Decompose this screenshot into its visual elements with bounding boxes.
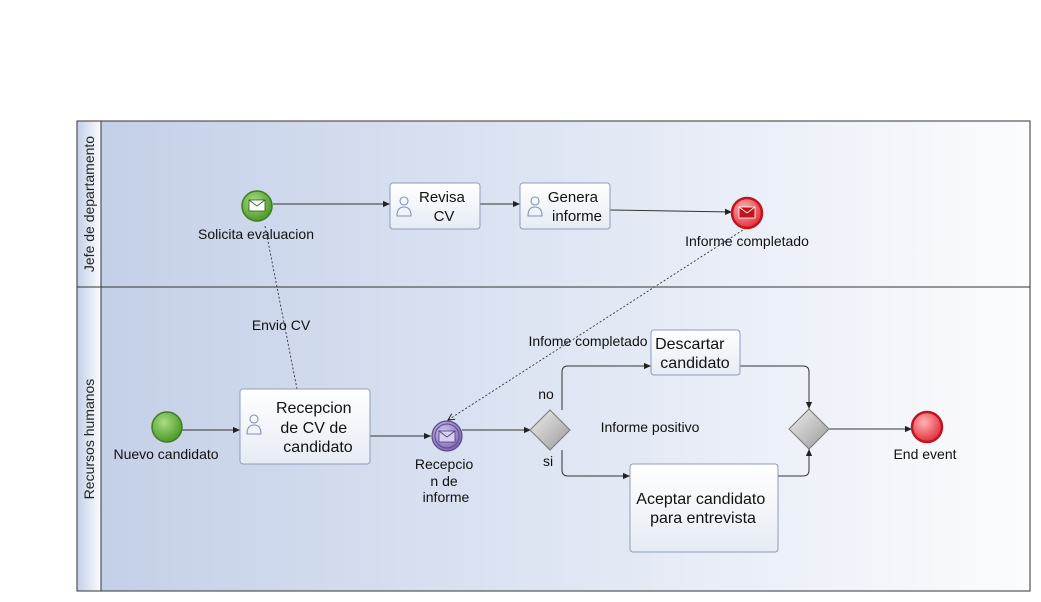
envelope-icon bbox=[438, 430, 456, 443]
label-envio-cv: Envio CV bbox=[252, 317, 311, 333]
task-aceptar-line1: Aceptar candidato bbox=[636, 491, 765, 508]
task-aceptar-line2: para entrevista bbox=[650, 510, 756, 527]
flow-genera-to-end[interactable] bbox=[609, 208, 733, 216]
task-genera-informe-label: Genera informe bbox=[548, 189, 602, 225]
message-flow-informe[interactable] bbox=[448, 227, 747, 420]
task-descartar-line1: Descartar bbox=[655, 336, 725, 353]
label-nuevo-candidato: Nuevo candidato bbox=[113, 446, 218, 462]
end-event-informe-completado[interactable] bbox=[730, 196, 764, 230]
label-no: no bbox=[538, 386, 554, 402]
gateway-join[interactable] bbox=[788, 408, 830, 450]
task-revisa-cv-line2: CV bbox=[434, 208, 455, 225]
task-revisa-cv-label: Revisa CV bbox=[419, 189, 469, 225]
lane-label-jefe: Jefe de departamento bbox=[81, 136, 97, 272]
task-genera-informe[interactable]: Genera informe bbox=[519, 182, 611, 230]
label-informe-completado: Informe completado bbox=[685, 233, 809, 249]
task-revisa-cv[interactable]: Revisa CV bbox=[389, 182, 481, 230]
label-recepcion-informe-line1: Recepcio bbox=[415, 456, 474, 472]
intermediate-event-recepcion-informe[interactable] bbox=[431, 420, 463, 452]
start-event-nuevo-candidato[interactable] bbox=[151, 411, 183, 443]
label-recepcion-informe-line2: n de bbox=[430, 473, 457, 489]
task-recepcion-cv-line3: candidato bbox=[283, 439, 352, 456]
flow-descartar-to-join[interactable] bbox=[740, 365, 813, 409]
start-event-solicita[interactable] bbox=[241, 190, 273, 222]
envelope-icon bbox=[738, 206, 756, 219]
message-flows bbox=[264, 225, 747, 420]
label-recepcion-informe-line3: informe bbox=[423, 489, 470, 505]
user-icon bbox=[396, 196, 412, 217]
sequence-flows bbox=[182, 200, 912, 480]
end-event-final[interactable] bbox=[910, 410, 944, 444]
task-recepcion-cv-label: Recepcion de CV de candidato bbox=[276, 400, 356, 456]
task-recepcion-cv[interactable]: Recepcion de CV de candidato bbox=[239, 388, 371, 465]
label-end-event: End event bbox=[893, 446, 956, 462]
label-si: si bbox=[543, 453, 553, 469]
flow-gateway-si[interactable] bbox=[561, 450, 630, 480]
task-descartar-candidato[interactable]: Descartar candidato bbox=[650, 329, 741, 376]
user-icon bbox=[246, 414, 262, 435]
task-descartar-line2: candidato bbox=[660, 355, 729, 372]
user-icon bbox=[527, 196, 543, 217]
label-solicita-evaluacion: Solicita evaluacion bbox=[198, 226, 314, 242]
gateway-split[interactable] bbox=[529, 409, 571, 451]
task-recepcion-cv-line1: Recepcion bbox=[276, 400, 352, 417]
task-descartar-label: Descartar candidato bbox=[655, 336, 730, 372]
task-recepcion-cv-line2: de CV de bbox=[280, 420, 347, 437]
flow-gateway-no[interactable] bbox=[561, 362, 651, 410]
task-aceptar-candidato[interactable]: Aceptar candidato para entrevista bbox=[629, 463, 779, 553]
lane-label-rrhh: Recursos humanos bbox=[81, 379, 97, 500]
label-recepcion-informe: Recepcio n de informe bbox=[415, 456, 477, 505]
task-genera-informe-line2: informe bbox=[552, 208, 602, 225]
task-revisa-cv-line1: Revisa bbox=[419, 189, 466, 206]
label-informe-positivo: Informe positivo bbox=[601, 419, 700, 435]
flow-aceptar-to-join[interactable] bbox=[778, 449, 813, 477]
task-genera-informe-line1: Genera bbox=[548, 189, 599, 206]
task-aceptar-label: Aceptar candidato para entrevista bbox=[636, 491, 769, 527]
label-infome-completado: Infome completado bbox=[528, 333, 647, 349]
envelope-icon bbox=[248, 199, 266, 212]
